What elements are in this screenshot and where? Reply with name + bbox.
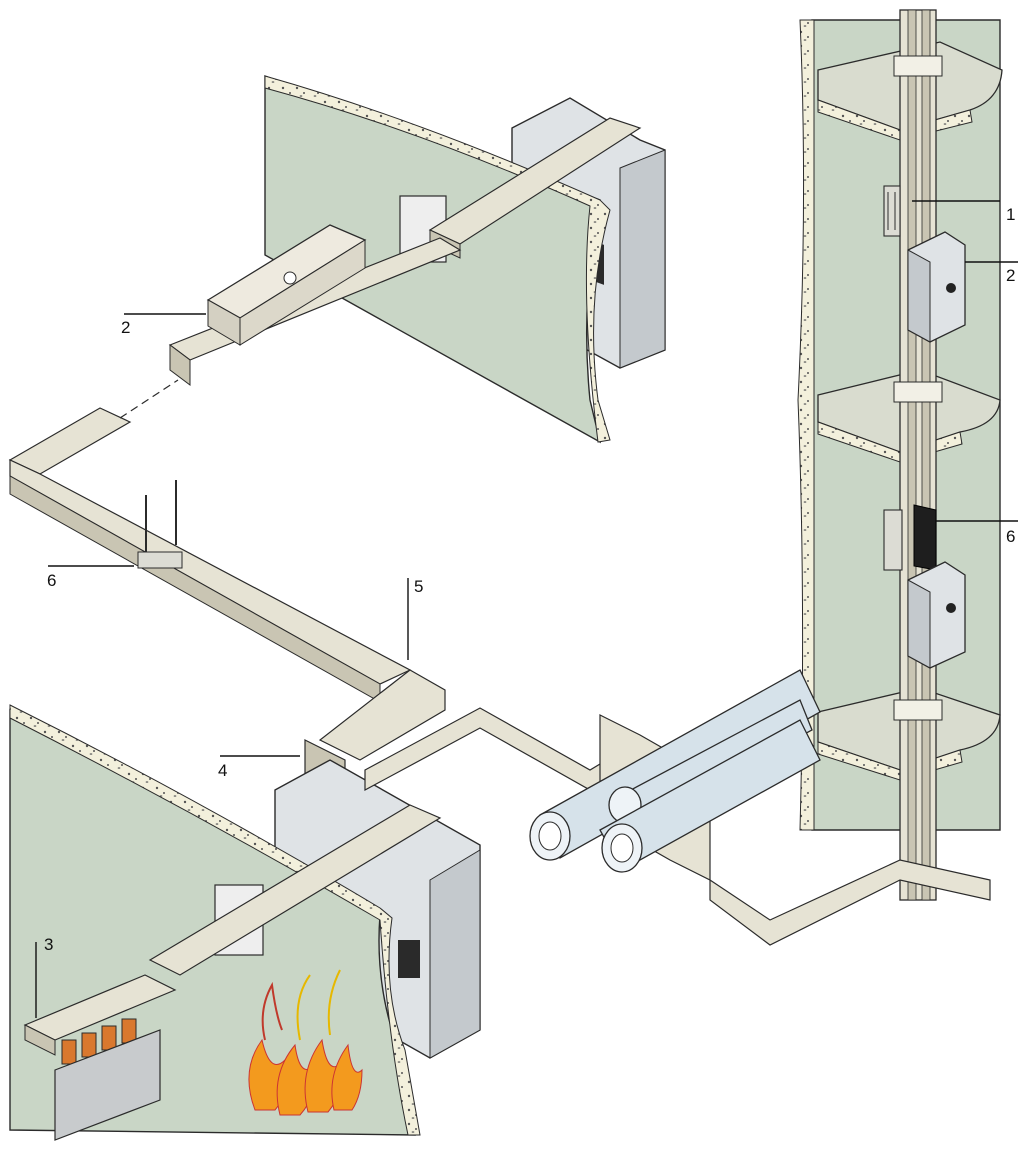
callout-3: 3	[35, 935, 53, 1018]
callout-label: 2	[1006, 266, 1015, 285]
tap-off-box-icon	[907, 231, 966, 343]
conductor-cutaway-icon	[54, 1018, 161, 1141]
callout-label: 1	[1006, 205, 1015, 224]
callout-label: 6	[47, 571, 56, 590]
callout-6-left: 6	[47, 565, 134, 590]
callout-1: 1	[912, 200, 1015, 224]
callout-4: 4	[218, 755, 300, 780]
vertical-riser-busway	[893, 9, 943, 901]
plug-in-unit-icon	[206, 224, 367, 346]
callout-label: 4	[218, 761, 227, 780]
hanger-icon	[883, 185, 901, 237]
callout-label: 2	[121, 318, 130, 337]
busway-diagonal-run	[9, 459, 412, 703]
callout-2-left: 2	[121, 313, 206, 337]
callout-5: 5	[407, 577, 423, 660]
callout-6-right: 6	[935, 520, 1018, 546]
pipes	[529, 669, 821, 873]
callout-2-right: 2	[965, 261, 1018, 285]
fire-barrier-icon	[883, 504, 937, 571]
busway-lower-run	[23, 804, 442, 1056]
callout-label: 6	[1006, 527, 1015, 546]
callout-label: 5	[414, 577, 423, 596]
callout-label: 3	[44, 935, 53, 954]
flame-icon	[248, 969, 363, 1116]
tap-off-box-icon	[907, 561, 966, 669]
hanger-icon	[137, 480, 183, 569]
